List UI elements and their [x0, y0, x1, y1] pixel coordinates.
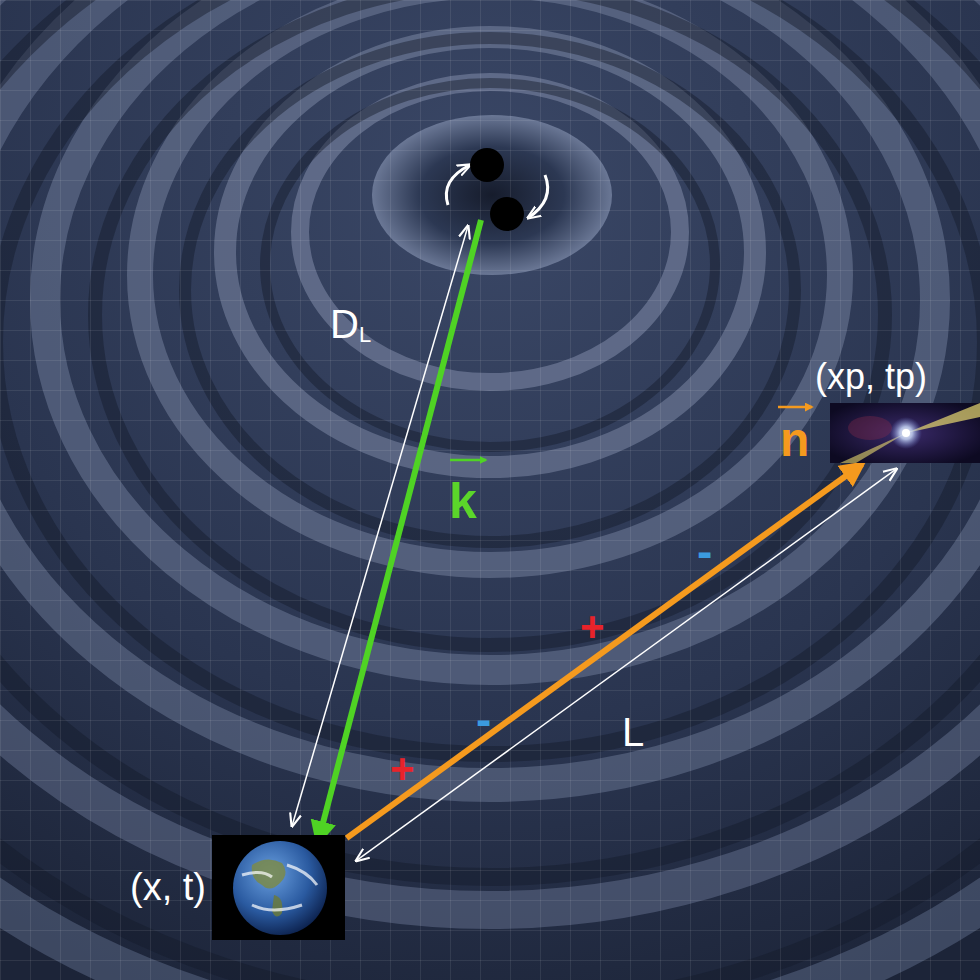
length-label: L — [622, 710, 644, 754]
earth-node: (x, t) — [212, 835, 345, 940]
pulsar-node: (xp, tp) — [830, 403, 980, 463]
vector-label: n — [780, 414, 809, 467]
sight-line-arrow — [347, 464, 862, 838]
vector-label: k — [449, 474, 477, 529]
distance-label: DL — [330, 324, 371, 346]
sign-label: + — [390, 746, 415, 792]
sign-label: + — [580, 604, 605, 650]
wave-vector-arrow — [318, 220, 481, 842]
distance-line — [292, 226, 468, 826]
earth-picture — [212, 835, 345, 940]
distance-line — [356, 469, 896, 861]
coordinate-label: (xp, tp) — [815, 357, 927, 397]
coordinate-label: (x, t) — [130, 867, 206, 909]
sign-label: - — [476, 694, 491, 745]
vector-accent — [450, 459, 486, 462]
pulsar-picture — [830, 403, 980, 463]
binary-black-holes — [446, 148, 547, 231]
sign-label: - — [697, 526, 712, 577]
vector-accent — [778, 406, 812, 409]
